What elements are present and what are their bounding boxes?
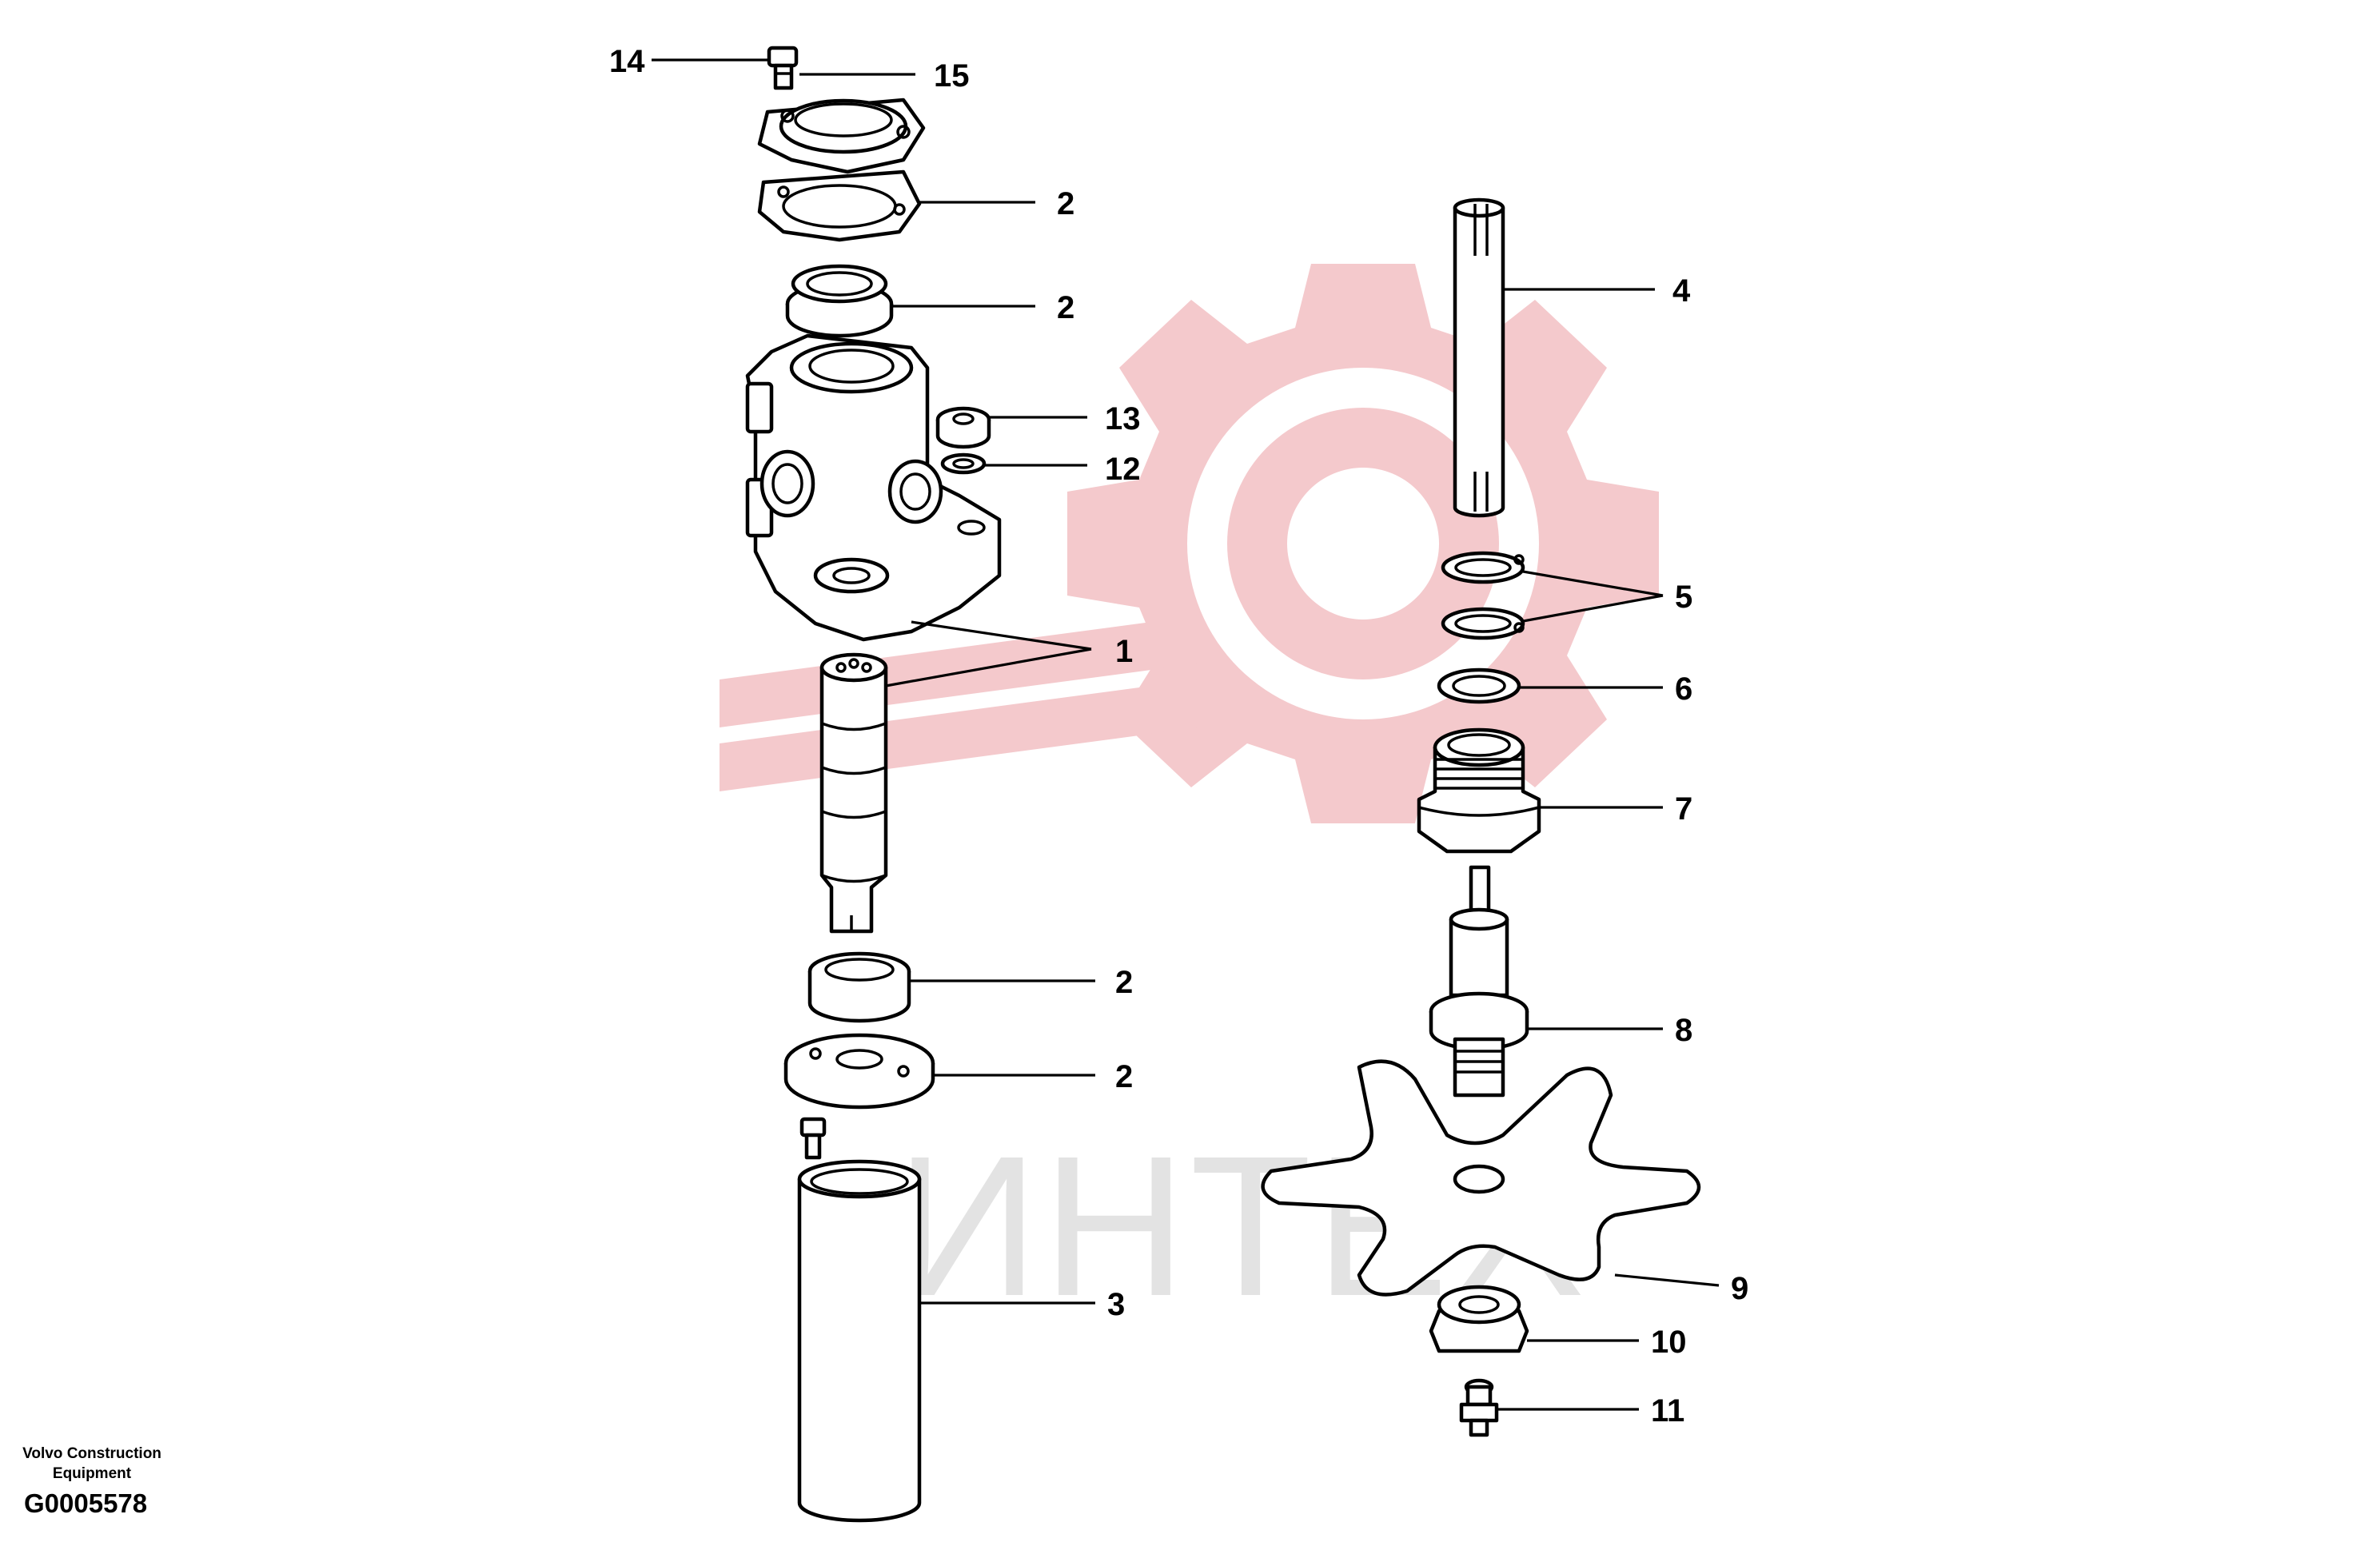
- callout-11: 11: [1651, 1393, 1684, 1428]
- part-2-flange: [783, 1033, 935, 1110]
- part-screw-small: [799, 1117, 827, 1160]
- drawing-footer: Volvo Construction Equipment G0005578: [0, 1444, 184, 1519]
- callout-14: 14: [609, 44, 645, 79]
- callout-12: 12: [1105, 452, 1141, 487]
- part-4-shaft: [1453, 197, 1505, 518]
- callout-13: 13: [1105, 401, 1141, 436]
- part-14-bolt: [767, 46, 799, 90]
- callout-2-gasket: 2: [1057, 186, 1074, 221]
- callout-1: 1: [1115, 634, 1133, 669]
- callout-7: 7: [1675, 791, 1692, 827]
- part-10-nut: [1429, 1285, 1529, 1353]
- part-1-valve-housing: [745, 333, 1002, 642]
- callout-15: 15: [934, 58, 970, 94]
- part-5-circlip-upper: [1441, 551, 1525, 584]
- callout-4: 4: [1672, 273, 1691, 309]
- part-13-nut: [935, 406, 991, 449]
- part-9-star-knob: [1261, 1059, 1701, 1297]
- part-7-threaded-plug: [1417, 727, 1541, 854]
- leader-lines: [652, 58, 1720, 1411]
- part-top-cover: [757, 98, 926, 174]
- callout-3: 3: [1107, 1287, 1125, 1322]
- drawing-code: G0005578: [24, 1488, 148, 1518]
- callout-2-flange: 2: [1115, 1059, 1133, 1094]
- callout-9: 9: [1731, 1271, 1748, 1306]
- callout-8: 8: [1675, 1013, 1692, 1048]
- callout-6: 6: [1675, 671, 1692, 707]
- part-1-spool: [819, 652, 888, 934]
- callout-2-seal-upper: 2: [1057, 290, 1074, 325]
- callout-5: 5: [1675, 580, 1692, 615]
- part-3-tube: [797, 1159, 922, 1523]
- part-6-washer: [1437, 667, 1521, 704]
- maker-name-line1: Volvo Construction: [22, 1445, 161, 1462]
- callout-2-seal-lower: 2: [1115, 965, 1133, 1000]
- part-2-seal-lower: [807, 951, 911, 1023]
- part-8-stem: [1429, 865, 1529, 1098]
- part-2-gasket: [757, 169, 922, 242]
- part-12-washer: [940, 452, 987, 475]
- callout-10: 10: [1651, 1325, 1687, 1360]
- part-5-circlip-lower: [1441, 607, 1525, 640]
- part-2-seal-upper: [785, 264, 894, 338]
- part-11-grease-nipple: [1459, 1378, 1499, 1437]
- maker-name-line2: Equipment: [52, 1465, 132, 1482]
